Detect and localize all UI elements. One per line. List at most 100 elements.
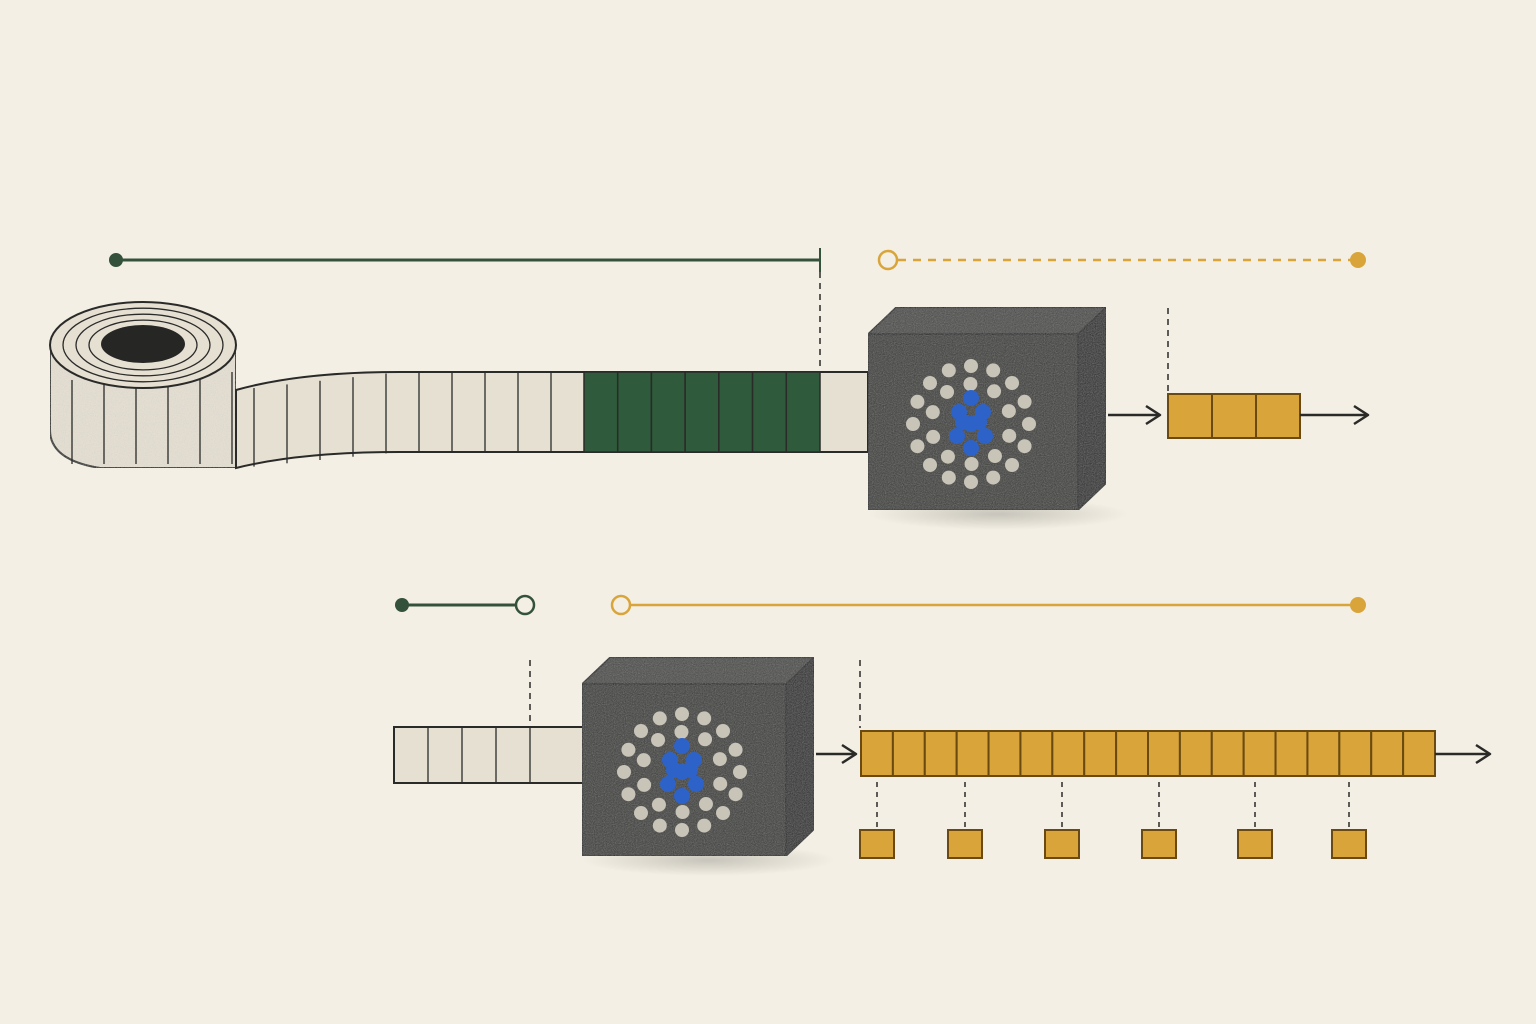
cube-outer-dot: [697, 711, 712, 726]
emitted-token-block: [859, 829, 895, 859]
cube-core-dot: [955, 414, 971, 430]
cube-inner-dot: [675, 804, 690, 819]
arrow-head: [841, 743, 858, 765]
cube-inner-dot: [712, 752, 727, 767]
input-token-highlighted: [616, 371, 653, 453]
input-token-highlighted: [718, 371, 754, 453]
input-token-highlighted: [684, 371, 720, 453]
output-timeline-end-dot: [1350, 252, 1366, 268]
cube-side-face: [785, 655, 815, 858]
cube-outer-dot: [697, 818, 712, 833]
processor-cube-icon: [866, 305, 1129, 530]
cube-outer-dot: [1005, 458, 1020, 473]
cube-outer-dot: [910, 439, 925, 454]
cube-inner-dot: [987, 449, 1002, 464]
cube-inner-dot: [1001, 404, 1016, 419]
input-tape-strip: [235, 371, 869, 470]
input-timeline-start-dot: [395, 598, 409, 612]
output-token-block: [1019, 730, 1054, 777]
cube-outer-dot: [633, 806, 648, 821]
output-token-block: [1370, 730, 1405, 777]
cube-outer-dot: [633, 723, 648, 738]
cube-inner-dot: [698, 797, 713, 812]
cube-core-dot: [977, 428, 993, 444]
arrow-right-icon: [1435, 743, 1492, 765]
cube-outer-dot: [621, 787, 636, 802]
cube-outer-dot: [941, 470, 956, 485]
cube-core-dot: [674, 738, 690, 754]
panel-long-input: [49, 248, 1370, 530]
cube-top-face: [580, 656, 816, 685]
emitted-token-block: [1141, 829, 1177, 859]
output-token-block: [1210, 730, 1245, 777]
cube-core-dot: [963, 390, 979, 406]
cube-outer-dot: [617, 765, 631, 779]
cube-outer-dot: [728, 787, 743, 802]
emitted-token-block: [947, 829, 983, 859]
output-token-block: [923, 730, 958, 777]
cube-outer-dot: [1022, 417, 1036, 431]
cube-inner-dot: [651, 797, 666, 812]
cube-outer-dot: [906, 417, 920, 431]
tape-roll-ring: [88, 319, 198, 371]
output-token-block: [1147, 730, 1181, 777]
cube-inner-dot: [651, 732, 666, 747]
cube-outer-dot: [922, 458, 937, 473]
cube-core-dot: [971, 414, 987, 430]
cube-core-dot: [949, 428, 965, 444]
cube-outer-dot: [986, 470, 1001, 485]
arrow-right-icon: [1300, 404, 1370, 426]
input-token-highlighted: [751, 371, 788, 453]
cube-inner-dot: [987, 384, 1002, 399]
tape-roll-icon: [49, 301, 237, 469]
arrow-right-icon: [1108, 404, 1162, 426]
cube-outer-dot: [922, 375, 937, 390]
cube-inner-dot: [1002, 428, 1017, 443]
output-token-block: [1306, 730, 1341, 777]
emitted-token-block: [1044, 829, 1080, 859]
cube-core-dot: [666, 762, 682, 778]
output-timeline-start-ring: [877, 249, 899, 271]
output-token-block: [1167, 393, 1213, 439]
emitted-token-block: [1237, 829, 1273, 859]
cube-outer-dot: [1005, 375, 1020, 390]
cube-core-dot: [660, 776, 676, 792]
input-timeline-end-ring: [514, 594, 536, 616]
output-token-block: [1255, 393, 1301, 439]
cube-inner-dot: [964, 456, 979, 471]
output-token-block: [1178, 730, 1213, 777]
input-token-highlighted: [650, 371, 686, 453]
cube-outer-dot: [733, 765, 747, 779]
cube-outer-dot: [964, 359, 978, 373]
arrow-right-icon: [816, 743, 858, 765]
cube-inner-dot: [698, 732, 713, 747]
cube-outer-dot: [1017, 439, 1032, 454]
cube-outer-dot: [1017, 394, 1032, 409]
output-token-block: [1115, 730, 1149, 777]
cube-inner-dot: [636, 753, 651, 768]
output-token-block: [1274, 730, 1309, 777]
cube-core-dot: [688, 776, 704, 792]
cube-side-face: [1077, 305, 1107, 512]
tape-roll-ring: [75, 313, 211, 377]
output-token-block: [860, 730, 894, 777]
cube-outer-dot: [964, 475, 978, 489]
cube-outer-dot: [652, 818, 667, 833]
output-token-block: [1402, 730, 1436, 777]
emitted-token-block: [1331, 829, 1367, 859]
output-token-block: [1338, 730, 1373, 777]
cube-inner-dot: [713, 776, 728, 791]
cube-top-face: [866, 306, 1108, 335]
cube-outer-dot: [728, 742, 743, 757]
cube-inner-dot: [925, 405, 940, 420]
output-timeline-end-dot: [1350, 597, 1366, 613]
cube-outer-dot: [986, 363, 1001, 378]
output-timeline-start-ring: [610, 594, 632, 616]
cube-outer-dot: [716, 806, 731, 821]
output-token-block: [891, 730, 926, 777]
output-token-block: [955, 730, 990, 777]
cube-outer-dot: [621, 742, 636, 757]
input-token-highlighted: [785, 371, 821, 453]
